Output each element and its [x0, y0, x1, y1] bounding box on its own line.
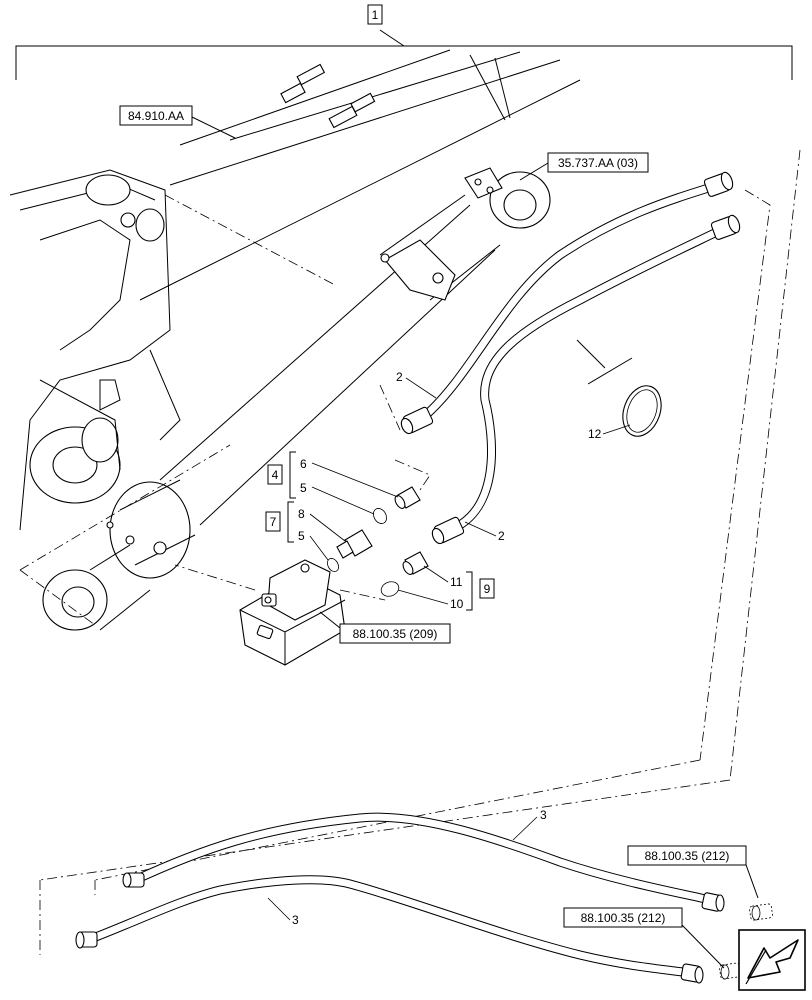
cylinder — [42, 167, 551, 631]
kit-7-label: 7 — [270, 515, 277, 529]
callout-hose-lower: 2 — [464, 521, 505, 543]
ref-valve[interactable]: 88.100.35 (209) — [319, 611, 451, 644]
boom-structure — [9, 49, 581, 531]
kit4-fitting — [373, 486, 421, 524]
kit-9[interactable]: 9 11 10 — [397, 565, 495, 611]
ref-connection-upper-label: 88.100.35 (212) — [645, 849, 730, 863]
kit4-item-bottom: 5 — [300, 481, 307, 495]
assembly-bracket — [15, 29, 793, 80]
ring-part — [622, 385, 662, 437]
assembly-number: 1 — [372, 8, 379, 22]
kit4-item-top: 6 — [300, 457, 307, 471]
ref-cylinder-label: 35.737.AA (03) — [558, 156, 638, 170]
kit-4[interactable]: 4 6 5 — [267, 451, 399, 515]
ref-valve-label: 88.100.35 (209) — [353, 627, 438, 641]
kit-7[interactable]: 7 8 5 — [265, 501, 346, 561]
ref-boom[interactable]: 84.910.AA — [119, 105, 236, 139]
callout-ring: 12 — [588, 424, 631, 441]
ref-connection-upper[interactable]: 88.100.35 (212) — [627, 845, 759, 899]
svg-text:12: 12 — [588, 427, 602, 441]
pipe-lower — [75, 875, 704, 984]
hose-upper — [400, 171, 734, 435]
ref-boom-label: 84.910.AA — [128, 109, 184, 123]
svg-text:2: 2 — [498, 529, 505, 543]
kit9-item-bottom: 10 — [450, 597, 464, 611]
kit-4-label: 4 — [272, 468, 279, 482]
ref-connection-lower[interactable]: 88.100.35 (212) — [563, 907, 725, 969]
valve-block — [239, 559, 346, 666]
svg-text:3: 3 — [292, 913, 299, 927]
end-fitting-lower — [719, 962, 741, 980]
kit7-fitting — [327, 529, 373, 572]
svg-text:2: 2 — [396, 370, 403, 384]
kit7-item-top: 8 — [298, 507, 305, 521]
svg-text:3: 3 — [540, 808, 547, 822]
end-fitting-upper — [749, 903, 773, 921]
callout-hose-upper: 2 — [396, 370, 437, 399]
kit9-item-top: 11 — [450, 575, 463, 589]
hose-lower — [431, 214, 741, 545]
ref-cylinder[interactable]: 35.737.AA (03) — [519, 152, 649, 181]
assembly-box-1[interactable]: 1 — [367, 4, 383, 25]
pipe-upper — [122, 812, 725, 912]
ref-connection-lower-label: 88.100.35 (212) — [581, 911, 666, 925]
callout-pipe-lower: 3 — [267, 897, 299, 927]
kit7-item-bottom: 5 — [298, 529, 305, 543]
direction-marker — [576, 339, 633, 385]
kit9-fitting — [380, 551, 429, 597]
kit-9-label: 9 — [484, 582, 491, 596]
arrow-icon[interactable] — [738, 929, 806, 991]
callout-pipe-upper: 3 — [512, 808, 547, 841]
